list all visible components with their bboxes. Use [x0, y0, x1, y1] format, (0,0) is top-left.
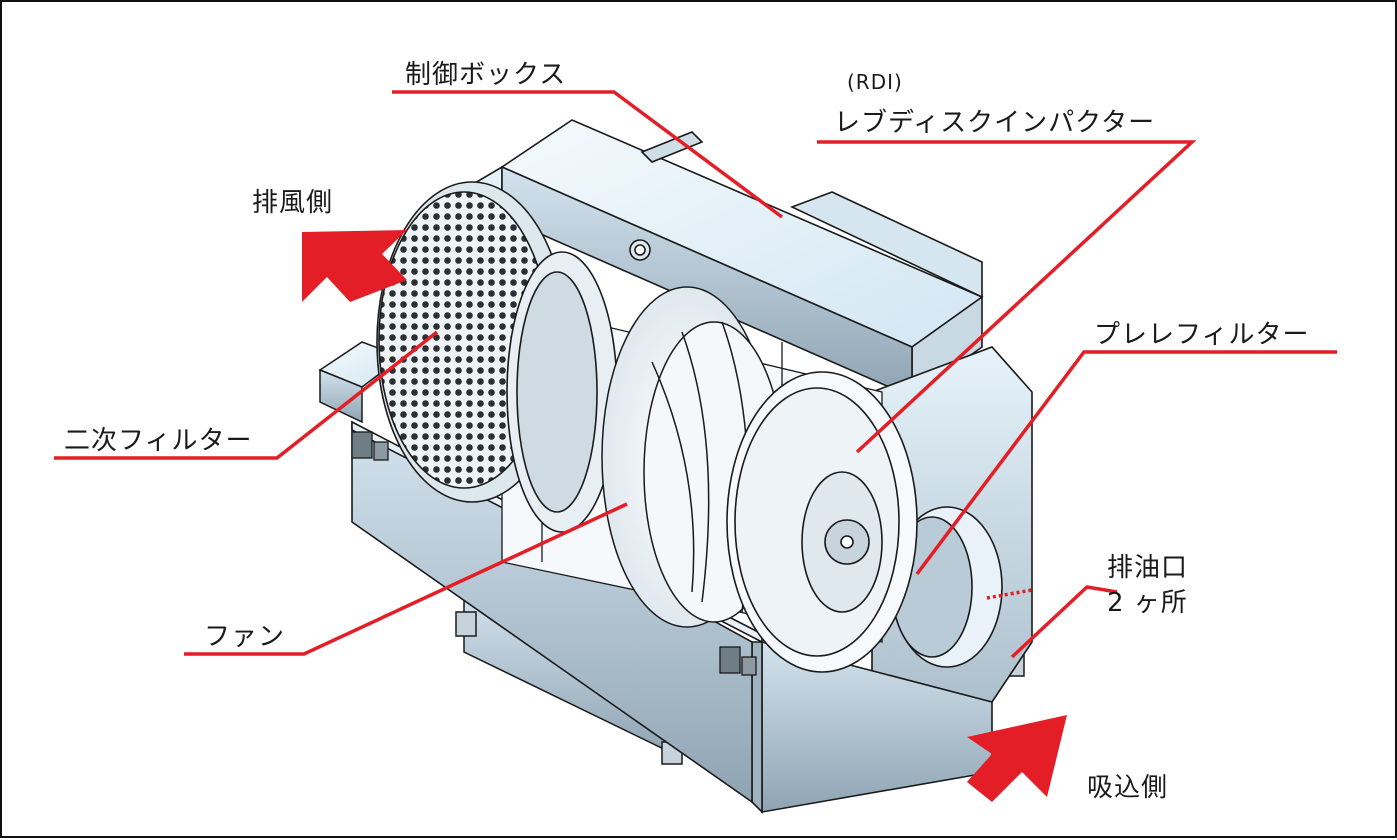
leader-secondary-filter: [54, 330, 439, 460]
label-control-box: 制御ボックス: [405, 60, 567, 90]
label-pre-filter: プレレフィルター: [1094, 320, 1310, 350]
label-rdi-abbr: (RDI): [847, 70, 903, 94]
label-rdi-name: レブディスクインパクター: [834, 108, 1156, 138]
intake-arrow: [967, 715, 1067, 802]
label-exhaust-side: 排風側: [252, 188, 334, 218]
rdi-disc: [726, 371, 918, 673]
leader-drain-dotted: [986, 588, 1033, 600]
leader-fan: [184, 502, 628, 656]
leader-control-box: [392, 90, 784, 219]
leader-drain: [1010, 585, 1118, 659]
label-drain-port: 排油口: [1107, 553, 1189, 583]
exhaust-arrow: [302, 230, 407, 302]
label-secondary-filter: 二次フィルター: [64, 426, 253, 456]
latch-hardware: [351, 431, 757, 676]
leader-lines: [54, 90, 1337, 659]
leader-rdi: [817, 140, 1197, 454]
leader-pre-filter: [915, 350, 1337, 576]
label-intake-side: 吸込側: [1087, 773, 1169, 803]
secondary-filter-disc: [376, 181, 651, 533]
label-drain-count: 2 ヶ所: [1107, 588, 1188, 618]
label-fan: ファン: [204, 622, 286, 652]
